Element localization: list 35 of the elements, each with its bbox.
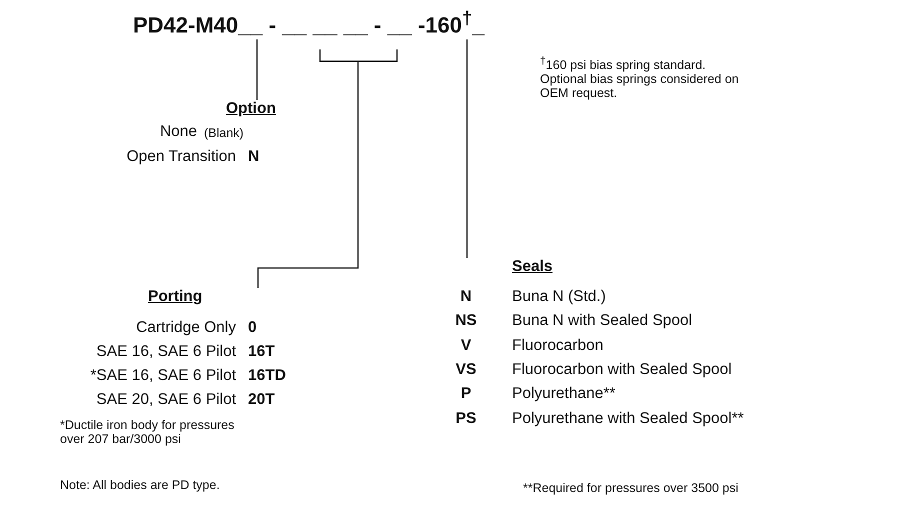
porting-description: *SAE 16, SAE 6 Pilot: [89, 367, 236, 385]
seal-code: P: [460, 385, 472, 403]
seal-code: N: [459, 288, 473, 306]
seal-description: Polyurethane**: [512, 385, 616, 403]
seal-code: VS: [454, 361, 478, 379]
leader-line: [466, 39, 468, 258]
porting-code: 20T: [248, 391, 276, 409]
option-description: Open Transition: [126, 148, 236, 166]
seal-code: V: [460, 337, 472, 355]
seal-code: PS: [454, 410, 478, 428]
section-heading: Seals: [512, 258, 553, 276]
porting-code: 16T: [248, 343, 276, 361]
seal-description: Buna N with Sealed Spool: [512, 312, 694, 330]
footnote: **Required for pressures over 3500 psi: [523, 481, 740, 495]
seal-description: Polyurethane with Sealed Spool**: [512, 410, 745, 428]
part-number-code: PD42-M40__ - __ __ __ - __ -160$^{†}$_: [133, 4, 484, 40]
porting-code: 0: [248, 319, 258, 337]
seal-description: Buna N (Std.): [512, 288, 607, 306]
section-heading: Option: [226, 100, 276, 118]
option-code: N: [248, 148, 260, 166]
footnote: $^{†}$160 psi bias spring standard. Optional bias springs considered on OEM request.: [540, 55, 740, 100]
seal-code: NS: [454, 312, 478, 330]
footnote: *Ductile iron body for pressures over 207 bar/3000 psi: [60, 418, 236, 446]
porting-description: SAE 20, SAE 6 Pilot: [95, 391, 236, 409]
note: Note: All bodies are PD type.: [60, 478, 221, 492]
porting-description: SAE 16, SAE 6 Pilot: [95, 343, 236, 361]
leader-line: [256, 39, 258, 100]
seal-description: Fluorocarbon with Sealed Spool: [512, 361, 733, 379]
porting-description: Cartridge Only: [135, 319, 236, 337]
section-heading: Porting: [148, 288, 202, 306]
leader-line: [257, 48, 398, 289]
seal-description: Fluorocarbon: [512, 337, 604, 355]
option-code: (Blank): [204, 126, 245, 140]
option-description: None: [158, 123, 197, 141]
porting-code: 16TD: [248, 367, 287, 385]
